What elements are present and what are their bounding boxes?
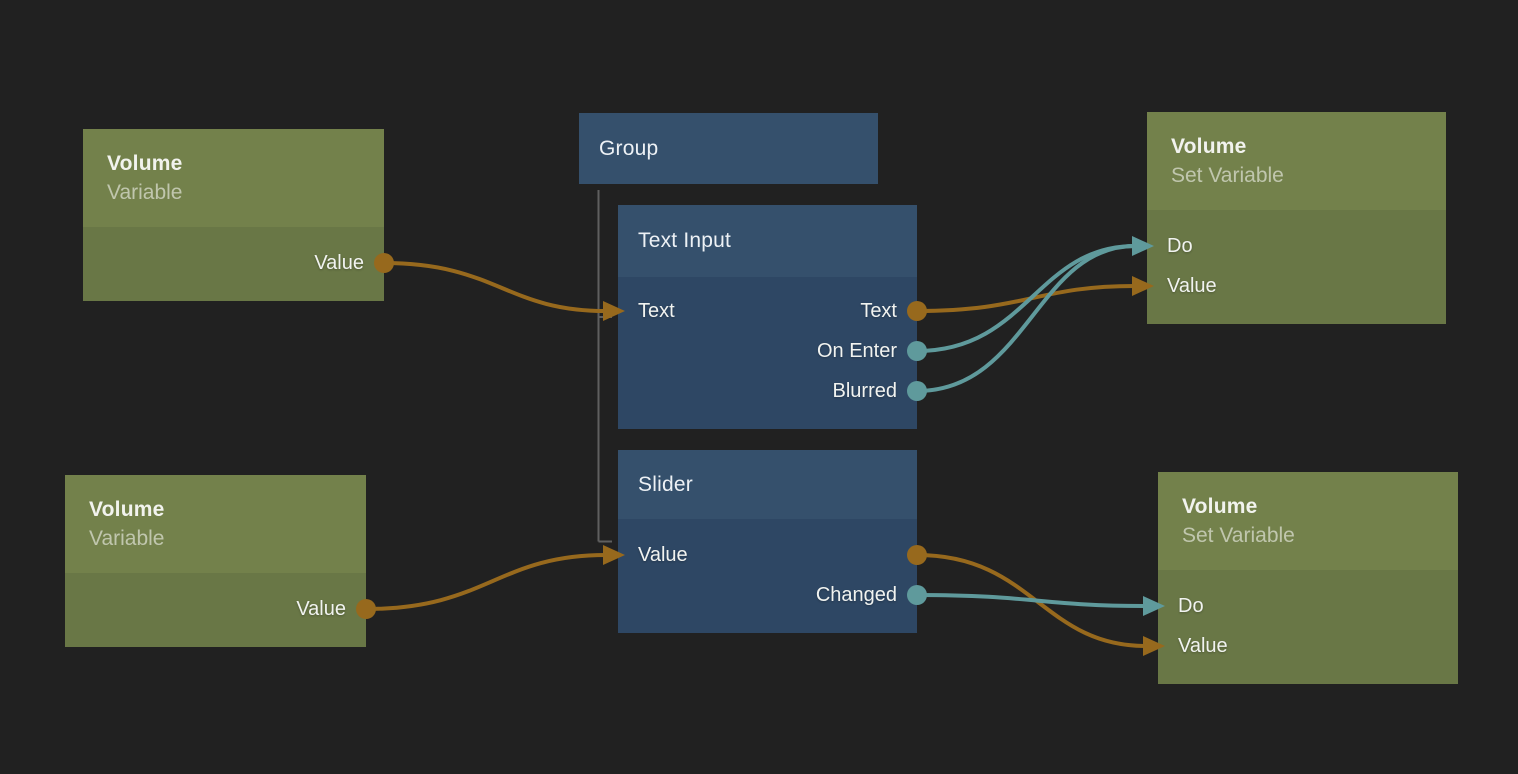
- port-changed-output[interactable]: Changed: [815, 583, 897, 606]
- node-port-section: Value Changed: [618, 519, 917, 633]
- node-port-section: Value: [65, 573, 366, 647]
- port-row: Value: [1158, 626, 1458, 666]
- node-slider[interactable]: Slider Value Changed: [618, 450, 917, 633]
- connection-value[interactable]: [915, 284, 1137, 313]
- port-text-output[interactable]: Text: [860, 299, 897, 322]
- node-header[interactable]: Text Input: [618, 205, 917, 277]
- node-title: Volume: [1182, 494, 1258, 518]
- connection-value[interactable]: [364, 553, 608, 611]
- node-subtitle: Variable: [89, 526, 165, 550]
- port-value-output[interactable]: Value: [314, 251, 364, 274]
- port-row: Do: [1158, 586, 1458, 626]
- port-row: Do: [1147, 226, 1446, 266]
- node-title: Volume: [1171, 134, 1247, 158]
- node-port-section: Text Text On Enter Blurred: [618, 277, 917, 429]
- connection-value[interactable]: [382, 261, 608, 313]
- group-children-link: [597, 190, 612, 543]
- node-header[interactable]: Volume Set Variable: [1158, 472, 1458, 570]
- connection-signal[interactable]: [915, 244, 1137, 353]
- node-subtitle: Set Variable: [1171, 163, 1284, 187]
- node-header[interactable]: Volume Variable: [83, 129, 384, 227]
- port-row: Blurred: [618, 371, 917, 411]
- node-title: Group: [599, 136, 659, 160]
- node-title: Volume: [107, 151, 183, 175]
- node-title: Volume: [89, 497, 165, 521]
- node-header[interactable]: Volume Set Variable: [1147, 112, 1446, 210]
- port-row: Changed: [618, 575, 917, 615]
- port-text-input[interactable]: Text: [638, 299, 675, 322]
- port-value-input[interactable]: Value: [638, 543, 688, 566]
- node-volume-set-variable-top[interactable]: Volume Set Variable Do Value: [1147, 112, 1446, 324]
- port-row: Value: [83, 243, 384, 283]
- node-header[interactable]: Slider: [618, 450, 917, 519]
- connection-value[interactable]: [915, 553, 1148, 648]
- node-volume-variable-top[interactable]: Volume Variable Value: [83, 129, 384, 301]
- node-volume-set-variable-bottom[interactable]: Volume Set Variable Do Value: [1158, 472, 1458, 684]
- port-row: Value: [618, 535, 917, 575]
- connection-signal[interactable]: [915, 593, 1148, 608]
- port-on-enter-output[interactable]: On Enter: [816, 339, 897, 362]
- port-row: On Enter: [618, 331, 917, 371]
- node-subtitle: Set Variable: [1182, 523, 1295, 547]
- connection-signal[interactable]: [915, 244, 1137, 393]
- node-group[interactable]: Group: [579, 113, 878, 184]
- port-value-input[interactable]: Value: [1167, 274, 1217, 297]
- node-header[interactable]: Group: [579, 113, 878, 184]
- port-blurred-output[interactable]: Blurred: [832, 379, 897, 402]
- port-row: Value: [65, 589, 366, 629]
- port-do-input[interactable]: Do: [1178, 594, 1204, 617]
- node-header[interactable]: Volume Variable: [65, 475, 366, 573]
- node-volume-variable-bottom[interactable]: Volume Variable Value: [65, 475, 366, 647]
- port-value-input[interactable]: Value: [1178, 634, 1228, 657]
- node-subtitle: Variable: [107, 180, 183, 204]
- node-port-section: Do Value: [1147, 210, 1446, 324]
- port-row: Value: [1147, 266, 1446, 306]
- node-port-section: Value: [83, 227, 384, 301]
- node-title: Slider: [638, 472, 693, 496]
- port-value-output[interactable]: Value: [296, 597, 346, 620]
- node-port-section: Do Value: [1158, 570, 1458, 684]
- node-text-input[interactable]: Text Input Text Text On Enter Blurred: [618, 205, 917, 429]
- port-row: Text Text: [618, 291, 917, 331]
- port-do-input[interactable]: Do: [1167, 234, 1193, 257]
- node-title: Text Input: [638, 229, 732, 252]
